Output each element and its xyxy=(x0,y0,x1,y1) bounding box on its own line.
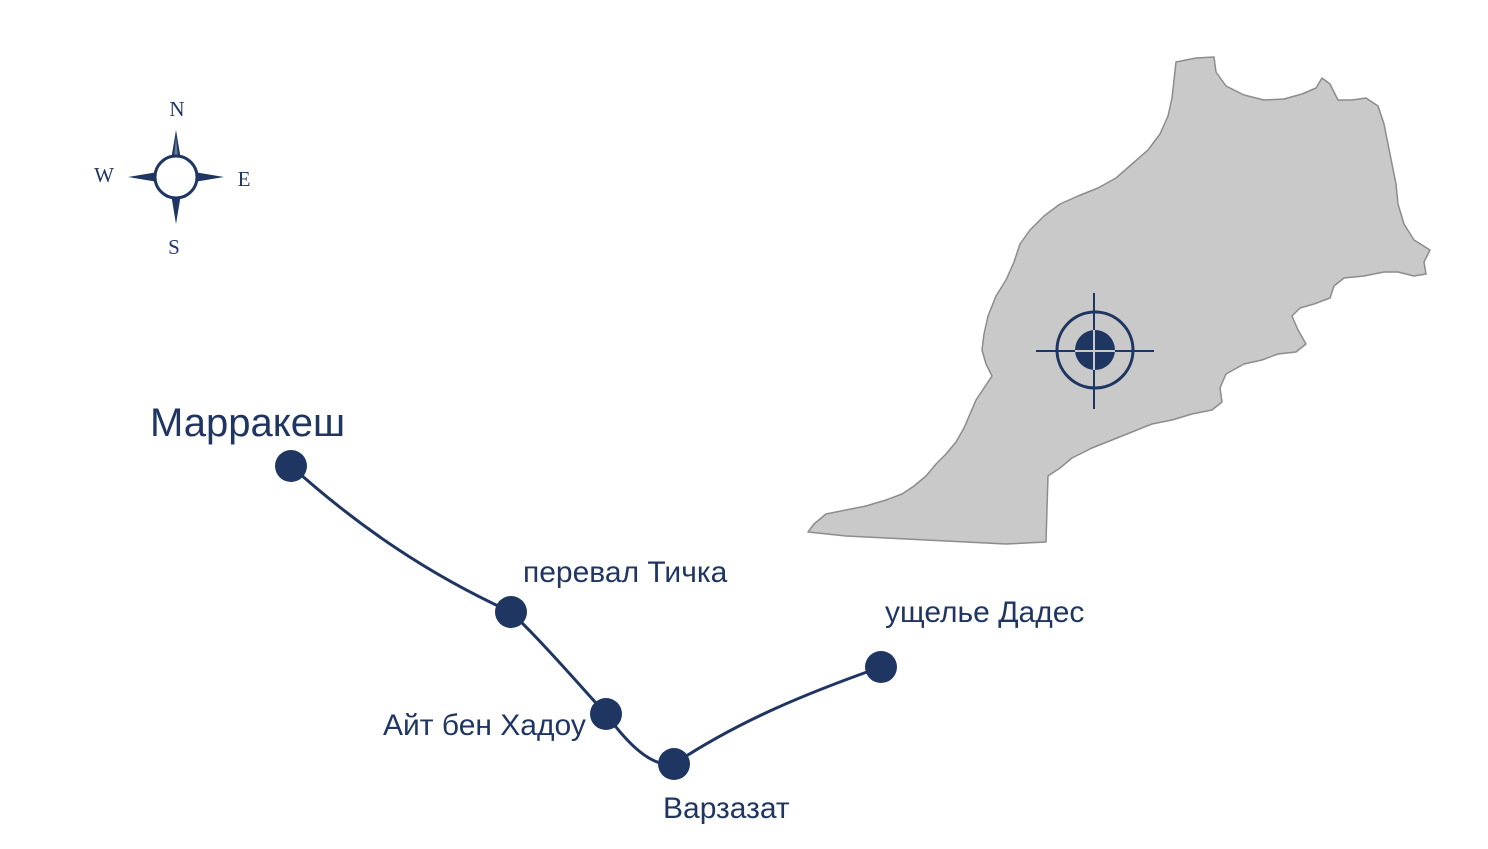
stop-label: перевал Тичка xyxy=(523,556,728,589)
stop-marrakech[interactable]: Марракеш xyxy=(150,401,345,482)
compass-west-label: W xyxy=(94,163,114,187)
inset-map xyxy=(807,56,1431,545)
stop-label: Варзазат xyxy=(663,792,790,825)
stop-tichka[interactable]: перевал Тичка xyxy=(495,556,728,628)
compass-east-label: E xyxy=(238,167,251,191)
stop-marker[interactable] xyxy=(865,651,897,683)
route: Марракеш перевал Тичка Айт бен Хадоу Вар… xyxy=(150,401,1084,825)
crosshair-target-icon xyxy=(1036,293,1154,409)
stop-marker[interactable] xyxy=(275,450,307,482)
stop-marker[interactable] xyxy=(658,748,690,780)
compass-needles xyxy=(128,130,224,224)
stop-ouarzazate[interactable]: Варзазат xyxy=(658,748,790,825)
route-line xyxy=(289,464,883,766)
stop-dades[interactable]: ущелье Дадес xyxy=(865,596,1084,683)
compass-north-label: N xyxy=(169,97,184,121)
compass-ring xyxy=(153,154,199,200)
compass-south-label: S xyxy=(168,235,180,259)
stop-marker[interactable] xyxy=(495,596,527,628)
stop-label: Марракеш xyxy=(150,401,345,445)
stop-label: ущелье Дадес xyxy=(885,596,1084,629)
stop-ait-ben-haddou[interactable]: Айт бен Хадоу xyxy=(383,698,622,742)
stop-label: Айт бен Хадоу xyxy=(383,709,586,742)
compass-rose-icon: N S E W xyxy=(94,97,250,259)
morocco-outline-icon xyxy=(807,56,1431,545)
stop-marker[interactable] xyxy=(590,698,622,730)
